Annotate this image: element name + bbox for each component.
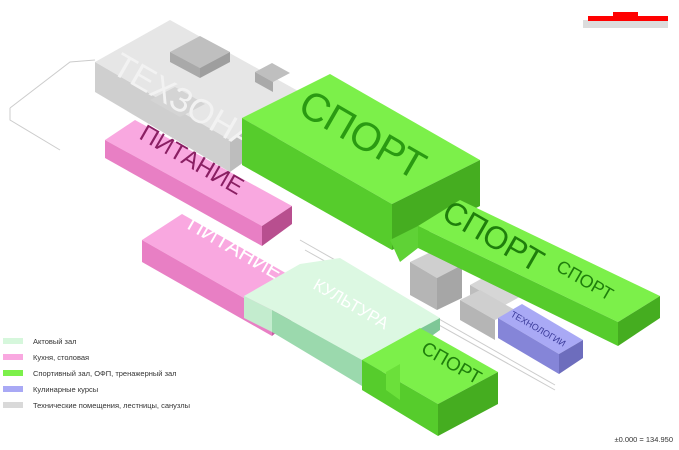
legend-label-cooking: Кулинарные курсы bbox=[33, 384, 99, 394]
legend-label-sport: Спортивный зал, ОФП, тренажерный зал bbox=[33, 368, 177, 378]
block-sport-lower bbox=[362, 328, 498, 436]
legend-swatch-food bbox=[3, 354, 23, 360]
elevation-note: ±0.000 = 134.950 bbox=[614, 435, 673, 444]
block-tech-lab bbox=[498, 304, 583, 374]
legend-label-food: Кухня, столовая bbox=[33, 352, 90, 362]
legend-swatch-culture bbox=[3, 338, 23, 344]
legend-item-cooking: Кулинарные курсы bbox=[3, 383, 98, 395]
legend-label-culture: Актовый зал bbox=[33, 336, 77, 346]
legend-item-food: Кухня, столовая bbox=[3, 351, 89, 363]
legend-swatch-technical bbox=[3, 402, 23, 408]
legend-item-technical: Технические помещения, лестницы, санузлы bbox=[3, 399, 190, 411]
legend-swatch-cooking bbox=[3, 386, 23, 392]
scale-indicator bbox=[583, 12, 668, 28]
legend-swatch-sport bbox=[3, 370, 23, 376]
legend-item-culture: Актовый зал bbox=[3, 335, 77, 347]
legend-item-sport: Спортивный зал, ОФП, тренажерный зал bbox=[3, 367, 177, 379]
block-tech-small bbox=[410, 250, 525, 340]
block-sport-main bbox=[242, 74, 480, 250]
legend-label-technical: Технические помещения, лестницы, санузлы bbox=[33, 400, 191, 410]
block-food-upper bbox=[105, 120, 292, 246]
block-sport-right bbox=[390, 200, 660, 346]
